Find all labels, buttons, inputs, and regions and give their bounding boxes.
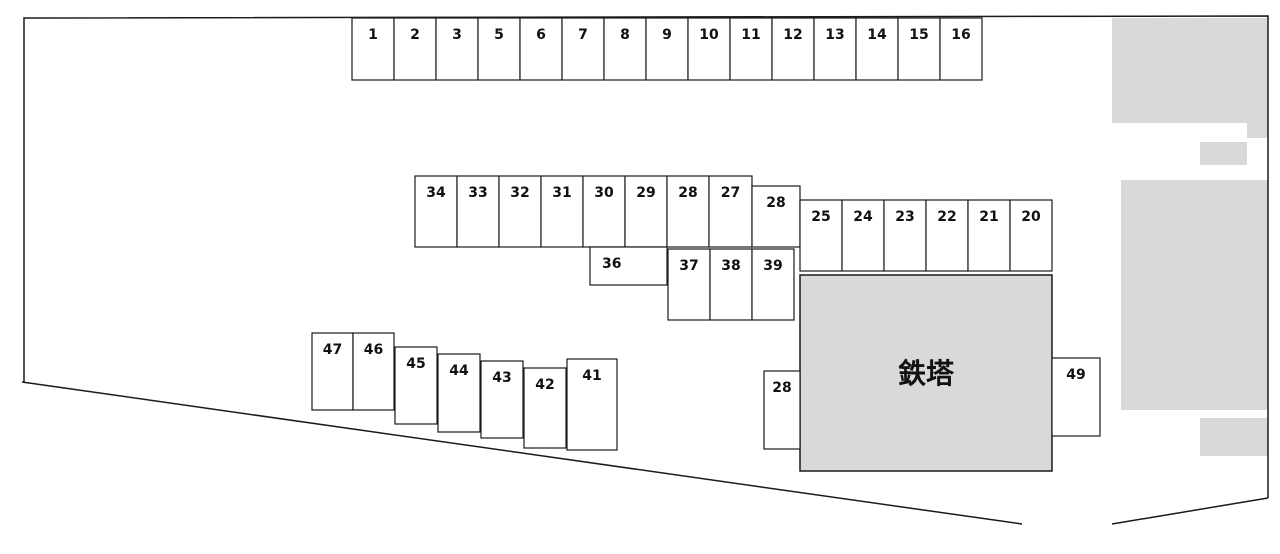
parking-slot-label: 39 [763,258,782,274]
parking-slot-s28c [763,370,801,450]
parking-slot-label: 38 [721,258,740,274]
parking-slot-label: 16 [951,27,970,43]
tower-label: 鉄塔 [898,357,955,390]
parking-slot-label: 15 [909,27,928,43]
parking-slot-s30 [582,175,626,248]
parking-slot-s5 [477,17,521,81]
parking-slot-label: 37 [679,258,698,274]
parking-slot-label: 20 [1021,209,1041,225]
parking-slot-label: 28 [766,195,785,211]
parking-slot-s47 [311,332,354,411]
parking-slot-s10 [687,17,731,81]
parking-slot-s25 [799,199,843,272]
parking-slot-s9 [645,17,689,81]
parking-slot-s1 [351,17,395,81]
parking-slot-s44 [437,353,481,433]
parking-slot-label: 43 [492,370,511,386]
parking-slot-s39 [751,248,795,321]
parking-slot-label: 14 [867,27,887,43]
parking-slot-s32 [498,175,542,248]
parking-slot-label: 2 [410,27,420,43]
parking-slot-s46 [352,332,395,411]
parking-slot-label: 28 [772,380,791,396]
parking-slot-s33 [456,175,500,248]
parking-slot-s41 [566,358,618,451]
building-block-small [1200,142,1247,165]
parking-slot-s15 [897,17,941,81]
parking-slot-s28b [751,185,801,248]
site-boundary-bottom-right [1111,497,1269,525]
parking-slot-label: 27 [721,185,740,201]
building-block-top-right [1247,18,1268,138]
parking-slot-s28a [666,175,710,248]
parking-slot-s38 [709,248,753,321]
parking-slot-s13 [813,17,857,81]
parking-slot-label: 8 [620,27,630,43]
building-block-middle [1121,180,1268,410]
parking-slot-label: 30 [594,185,614,201]
parking-slot-label: 23 [895,209,914,225]
parking-slot-s6 [519,17,563,81]
parking-slot-s16 [939,17,983,81]
parking-slot-s24 [841,199,885,272]
parking-slot-s20 [1009,199,1053,272]
parking-slot-label: 9 [662,27,672,43]
parking-slot-label: 36 [602,256,621,272]
parking-slot-label: 7 [578,27,588,43]
parking-slot-label: 21 [979,209,998,225]
parking-slot-s11 [729,17,773,81]
parking-slot-s7 [561,17,605,81]
site-boundary-top [23,15,1269,498]
parking-slot-s12 [771,17,815,81]
parking-slot-s43 [480,360,524,439]
parking-slot-label: 3 [452,27,462,43]
parking-slot-label: 6 [536,27,546,43]
parking-slot-label: 33 [468,185,487,201]
parking-slot-label: 46 [364,342,383,358]
parking-slot-label: 31 [552,185,571,201]
parking-slot-label: 25 [811,209,830,225]
parking-slot-label: 49 [1066,367,1085,383]
parking-slot-label: 32 [510,185,529,201]
parking-slot-label: 10 [699,27,719,43]
parking-slot-s22 [925,199,969,272]
parking-slot-s37 [667,248,711,321]
parking-slot-s3 [435,17,479,81]
parking-slot-s42 [523,367,567,449]
parking-slot-s27 [708,175,753,248]
parking-slot-s31 [540,175,584,248]
parking-slot-label: 12 [783,27,802,43]
parking-slot-label: 29 [636,185,655,201]
parking-slot-label: 47 [323,342,342,358]
parking-slot-label: 1 [368,27,378,43]
parking-slot-label: 28 [678,185,697,201]
parking-slot-label: 5 [494,27,504,43]
parking-slot-s34 [414,175,458,248]
parking-slot-s36 [589,246,668,286]
parking-slot-label: 34 [426,185,446,201]
parking-slot-label: 45 [406,356,425,372]
parking-slot-s49 [1051,357,1101,437]
parking-slot-label: 22 [937,209,956,225]
site-boundary-bottom-left [21,381,1023,525]
building-block-top [1112,18,1268,123]
parking-slot-label: 11 [741,27,760,43]
building-block-bottom [1200,418,1268,456]
parking-slot-s45 [394,346,438,425]
parking-slot-label: 44 [449,363,469,379]
parking-slot-label: 13 [825,27,844,43]
parking-slot-s23 [883,199,927,272]
parking-slot-label: 41 [582,368,601,384]
parking-slot-s21 [967,199,1011,272]
parking-slot-label: 42 [535,377,554,393]
parking-slot-s2 [393,17,437,81]
parking-slot-label: 24 [853,209,873,225]
